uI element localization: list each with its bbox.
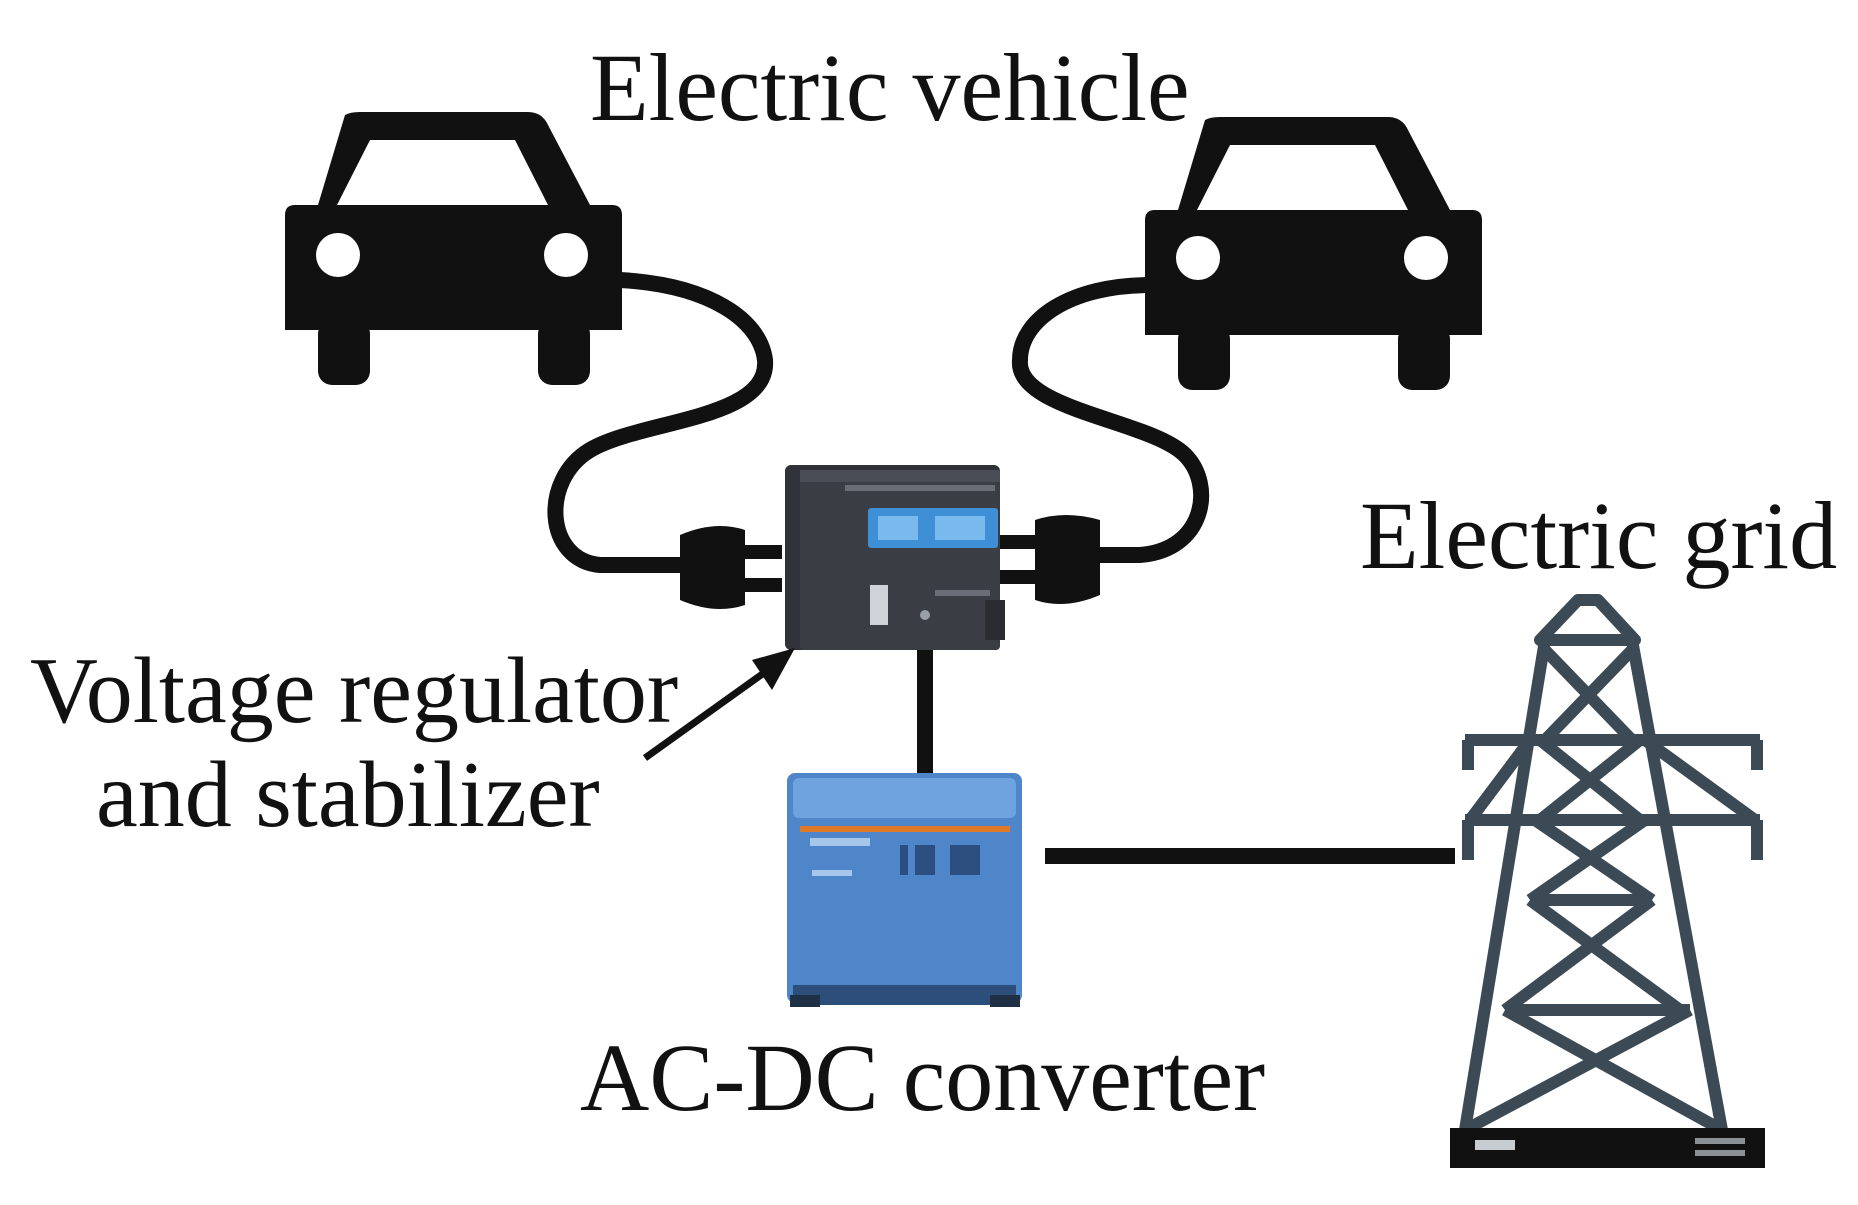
- ac-dc-converter-device: [787, 773, 1022, 1007]
- car-icon-left: [285, 112, 622, 385]
- ac-dc-converter-label: AC-DC converter: [580, 1024, 1266, 1131]
- electric-vehicle-label: Electric vehicle: [590, 34, 1190, 141]
- transmission-tower-icon: [1459, 594, 1763, 1136]
- charging-cable-right: [1012, 277, 1210, 563]
- charging-cable-left: [547, 272, 774, 573]
- plug-icon-right: [995, 515, 1100, 604]
- voltage-regulator-device: [785, 465, 1005, 650]
- connector-regulator-converter: [917, 650, 933, 775]
- electric-grid-label: Electric grid: [1360, 482, 1838, 589]
- pointer-arrow: [642, 648, 795, 761]
- voltage-regulator-label-line1: Voltage regulator: [30, 639, 679, 743]
- connector-converter-grid: [1045, 848, 1455, 864]
- voltage-regulator-label-line2: and stabilizer: [96, 743, 600, 847]
- car-icon-right: [1145, 117, 1482, 390]
- plug-icon-left: [680, 526, 782, 609]
